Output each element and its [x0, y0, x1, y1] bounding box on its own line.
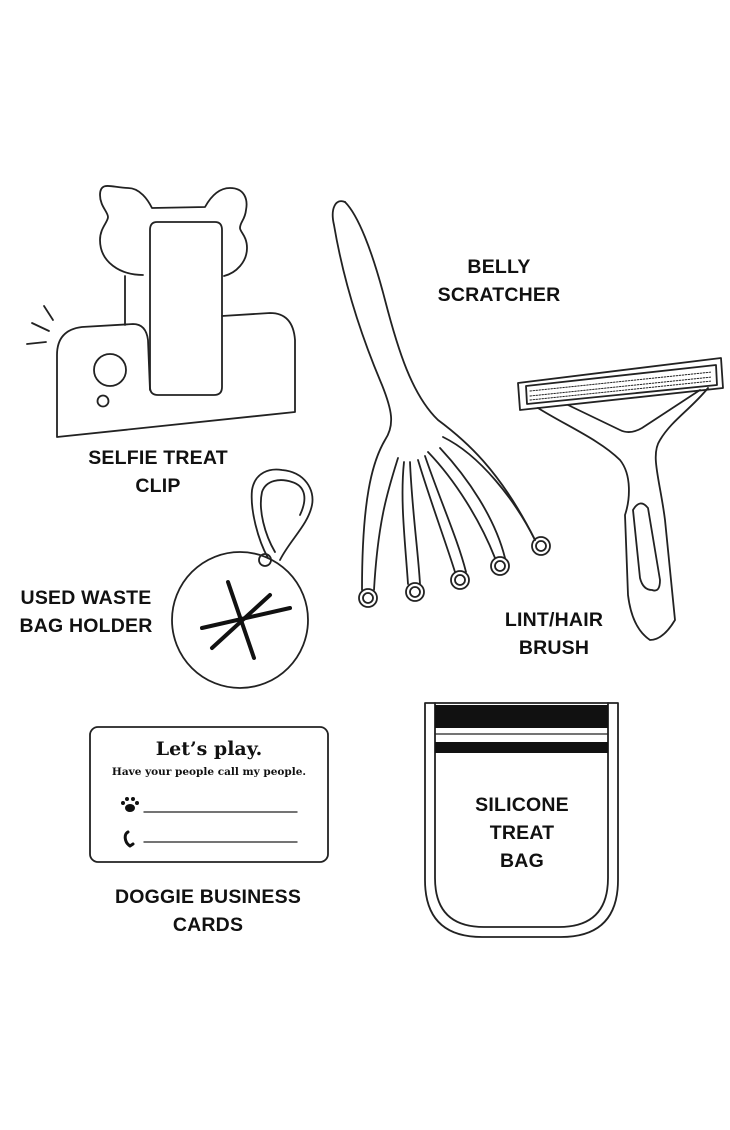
- scratcher-ball: [490, 556, 510, 576]
- paw-icon: [121, 797, 139, 812]
- asterisk-icon: [200, 580, 292, 660]
- label-line: BAG HOLDER: [19, 615, 153, 637]
- label-line: SCRATCHER: [437, 284, 561, 306]
- camera-lens-icon: [93, 353, 127, 387]
- label-line: SILICONE: [475, 794, 569, 816]
- waste-bag-holder-drawing: [171, 468, 314, 689]
- spark-line: [26, 341, 47, 345]
- label-doggie-business-cards: DOGGIE BUSINESS CARDS: [115, 883, 301, 939]
- business-card-subtitle: Have your people call my people.: [111, 766, 307, 778]
- spark-line: [31, 322, 50, 332]
- label-lint-hair-brush: LINT/HAIR BRUSH: [505, 606, 603, 662]
- business-card-title: Let’s play.: [155, 738, 263, 760]
- label-selfie-treat-clip: SELFIE TREAT CLIP: [88, 444, 228, 500]
- belly-scratcher-drawing: [331, 200, 551, 608]
- bag-holder-body: [171, 551, 309, 689]
- bone-icon: [99, 184, 248, 277]
- scratcher-ball: [531, 536, 551, 556]
- spark-line: [43, 305, 54, 321]
- label-line: TREAT: [489, 822, 555, 844]
- label-line: CLIP: [135, 475, 181, 497]
- camera-flash-icon: [96, 394, 110, 408]
- label-line: USED WASTE: [20, 587, 152, 609]
- label-line: DOGGIE BUSINESS: [114, 886, 302, 908]
- label-line: CARDS: [172, 914, 244, 936]
- label-line: BAG: [500, 850, 544, 872]
- scratcher-ball: [405, 582, 425, 602]
- label-line: BRUSH: [518, 637, 590, 659]
- label-silicone-treat-bag: SILICONE TREAT BAG: [475, 791, 569, 875]
- scratcher-ball: [450, 570, 470, 590]
- selfie-treat-clip-drawing: [26, 184, 296, 438]
- treat-bag-drawing: [424, 702, 619, 938]
- label-used-waste-bag-holder: USED WASTE BAG HOLDER: [19, 584, 152, 640]
- label-line: SELFIE TREAT: [88, 447, 228, 469]
- label-line: LINT/HAIR: [504, 609, 604, 631]
- lint-brush-drawing: [517, 357, 724, 641]
- label-belly-scratcher: BELLY SCRATCHER: [438, 253, 561, 309]
- clip-base: [56, 312, 296, 438]
- business-card-drawing: [89, 726, 329, 863]
- scratcher-ball: [358, 588, 378, 608]
- label-line: BELLY: [467, 256, 531, 278]
- phone-outline: [149, 221, 223, 396]
- phone-icon: [123, 830, 135, 848]
